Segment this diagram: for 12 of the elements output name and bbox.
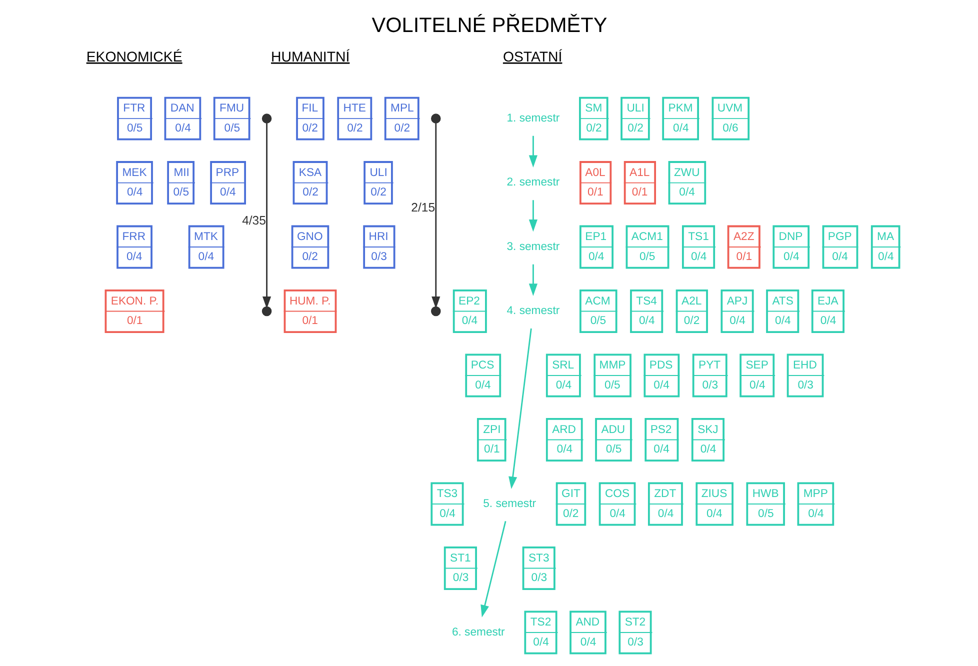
node-text: 4. semestr bbox=[506, 305, 560, 318]
node-text: 6. semestr bbox=[451, 626, 504, 638]
diagram-title: VOLITELNÉ PŘEDMĚTY bbox=[371, 14, 607, 38]
node-text: 2. semestr bbox=[506, 176, 560, 189]
label: OSTATNÍ bbox=[502, 49, 562, 66]
label: HUMANITNÍ bbox=[270, 49, 350, 66]
label: EKONOMICKÉ bbox=[86, 49, 182, 66]
node-text: 3. semestr bbox=[506, 240, 560, 253]
edge-label: 4/35 bbox=[242, 213, 266, 228]
node-text: 1. semestr bbox=[506, 112, 560, 124]
edge-label: 2/15 bbox=[410, 200, 435, 214]
node-text: 5. semestr bbox=[482, 498, 536, 510]
